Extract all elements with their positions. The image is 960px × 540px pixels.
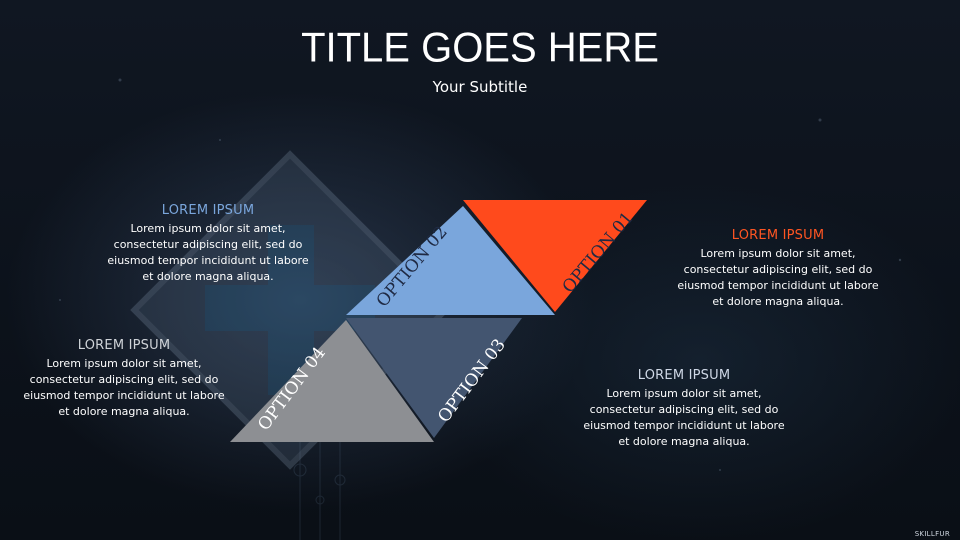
option-01-triangle bbox=[463, 200, 647, 312]
watermark-logo: SKILLFUR bbox=[914, 530, 950, 538]
option-01-text-block: LOREM IPSUM Lorem ipsum dolor sit amet, … bbox=[676, 228, 880, 310]
option-04-body: Lorem ipsum dolor sit amet, consectetur … bbox=[23, 357, 225, 418]
slide-subtitle: Your Subtitle bbox=[432, 78, 528, 96]
option-02-body: Lorem ipsum dolor sit amet, consectetur … bbox=[107, 222, 309, 283]
option-01-body: Lorem ipsum dolor sit amet, consectetur … bbox=[677, 247, 879, 308]
option-02-text-block: LOREM IPSUM Lorem ipsum dolor sit amet, … bbox=[106, 203, 310, 285]
option-04-triangle bbox=[230, 320, 434, 442]
option-03-heading: LOREM IPSUM bbox=[637, 368, 731, 383]
option-03-text-block: LOREM IPSUM Lorem ipsum dolor sit amet, … bbox=[582, 368, 786, 450]
option-04-heading: LOREM IPSUM bbox=[77, 338, 171, 353]
option-02-triangle bbox=[346, 206, 555, 315]
option-02-heading: LOREM IPSUM bbox=[161, 203, 255, 218]
option-01-heading: LOREM IPSUM bbox=[731, 228, 825, 243]
option-03-body: Lorem ipsum dolor sit amet, consectetur … bbox=[583, 387, 785, 448]
option-04-text-block: LOREM IPSUM Lorem ipsum dolor sit amet, … bbox=[22, 338, 226, 420]
slide-title: TITLE GOES HERE bbox=[301, 24, 659, 72]
option-03-triangle bbox=[346, 318, 522, 438]
